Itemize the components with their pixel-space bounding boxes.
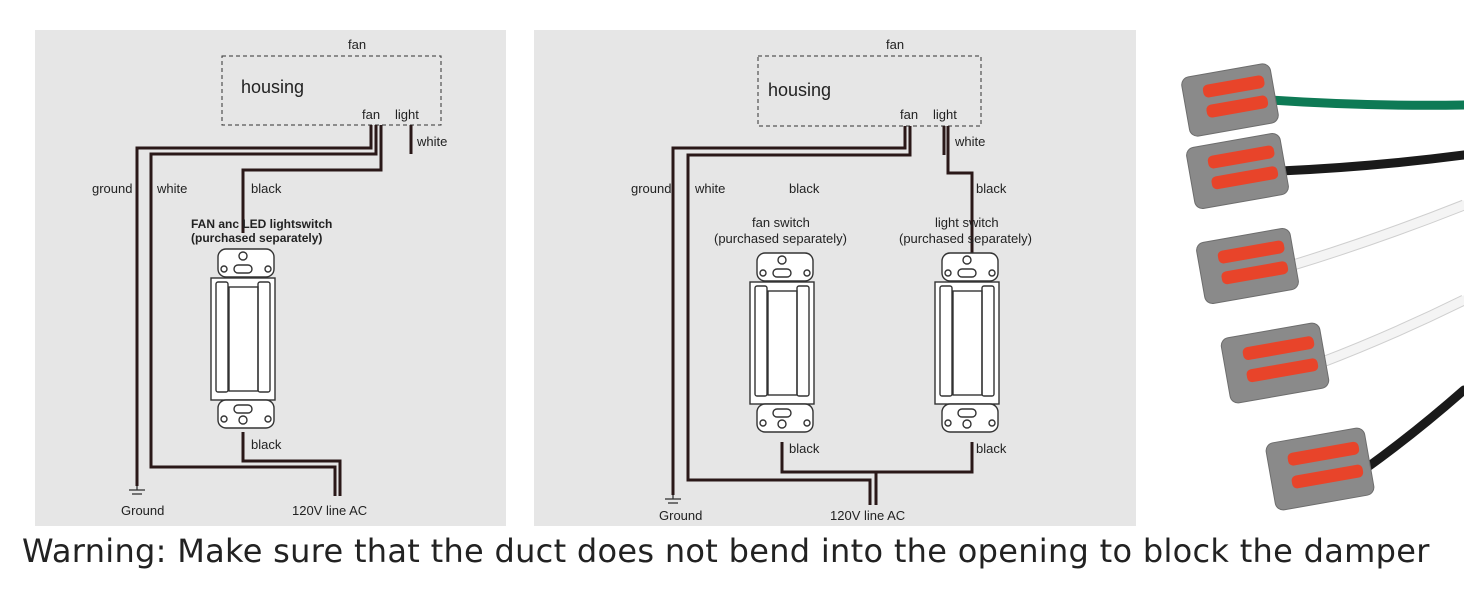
wire-connector-2 [1186, 132, 1464, 210]
black-mid-label: black [789, 181, 820, 196]
light-switch-drawing [210, 248, 276, 429]
ground-symbol [665, 495, 681, 504]
connector-wire-5 [1360, 385, 1464, 474]
white-top-label: white [416, 134, 447, 149]
connector-wire-3 [1285, 200, 1464, 271]
wire-connector-5 [1265, 385, 1464, 511]
housing-label: housing [241, 77, 304, 97]
wire-connector-3 [1196, 199, 1464, 305]
single-switch-diagram-svg: fan housing fan light white ground white… [92, 37, 447, 518]
switch-label-line2: (purchased separately) [191, 231, 322, 245]
white-wire [149, 125, 378, 496]
light-switch-drawing [934, 252, 1000, 433]
connector-wire-1 [1265, 95, 1464, 110]
connector-lever-3-1 [1217, 240, 1285, 264]
light-switch-label-1: light switch [935, 215, 999, 230]
wire-connectors-illustration [1165, 40, 1464, 530]
line-ac-label: 120V line AC [292, 503, 367, 518]
ground-label: ground [92, 181, 132, 196]
black-fan-bottom-label: black [789, 441, 820, 456]
light-terminal-label: light [933, 107, 957, 122]
fan-title: fan [348, 37, 366, 52]
ground-symbol-label: Ground [121, 503, 164, 518]
switch-label-line1: FAN anc LED lightswitch [191, 217, 332, 231]
black-wire-light [946, 126, 974, 260]
light-terminal-label: light [395, 107, 419, 122]
ground-wire [135, 125, 373, 486]
fan-switch-label-2: (purchased separately) [714, 231, 847, 246]
fan-title: fan [886, 37, 904, 52]
fan-terminal-label: fan [362, 107, 380, 122]
ground-wire [671, 126, 907, 495]
connector-wire-4 [1315, 295, 1464, 368]
black-bottom-label: black [251, 437, 282, 452]
light-switch-label-2: (purchased separately) [899, 231, 1032, 246]
black-top-label: black [251, 181, 282, 196]
line-ac-label: 120V line AC [830, 508, 905, 523]
connector-lever-2-1 [1207, 145, 1275, 169]
ground-label: ground [631, 181, 671, 196]
connectors-svg [1181, 63, 1464, 511]
connector-lever-4-2 [1246, 358, 1319, 383]
black-wire-top [241, 125, 383, 233]
white-wire [686, 126, 912, 505]
warning-text: Warning: Make sure that the duct does no… [22, 532, 1430, 570]
connector-wire-2 [1275, 150, 1464, 176]
connector-lever-3-2 [1221, 261, 1289, 285]
white-top-label: white [954, 134, 985, 149]
connector-lever-1-1 [1202, 75, 1265, 98]
connector-lever-5-2 [1291, 464, 1364, 489]
ground-symbol [129, 486, 145, 495]
black-wire-bottom [241, 432, 342, 496]
connector-lever-2-2 [1211, 166, 1279, 190]
black-right-label: black [976, 181, 1007, 196]
white-label: white [694, 181, 725, 196]
connector-lever-5-1 [1287, 441, 1360, 466]
ground-symbol-label: Ground [659, 508, 702, 523]
connector-lever-1-2 [1206, 95, 1269, 118]
black-light-bottom-label: black [976, 441, 1007, 456]
wire-connector-1 [1181, 63, 1464, 137]
connector-lever-4-1 [1242, 336, 1315, 361]
wire-connector-4 [1220, 295, 1464, 404]
two-switch-wiring-diagram: fan housing fan light white ground white… [534, 30, 1136, 526]
fan-switch-label-1: fan switch [752, 215, 810, 230]
fan-terminal-label: fan [900, 107, 918, 122]
housing-box [221, 55, 442, 126]
two-switch-diagram-svg: fan housing fan light white ground white… [631, 37, 1032, 523]
fan-switch-drawing [749, 252, 815, 433]
housing-label: housing [768, 80, 831, 100]
single-switch-wiring-diagram: fan housing fan light white ground white… [35, 30, 506, 526]
white-label: white [156, 181, 187, 196]
